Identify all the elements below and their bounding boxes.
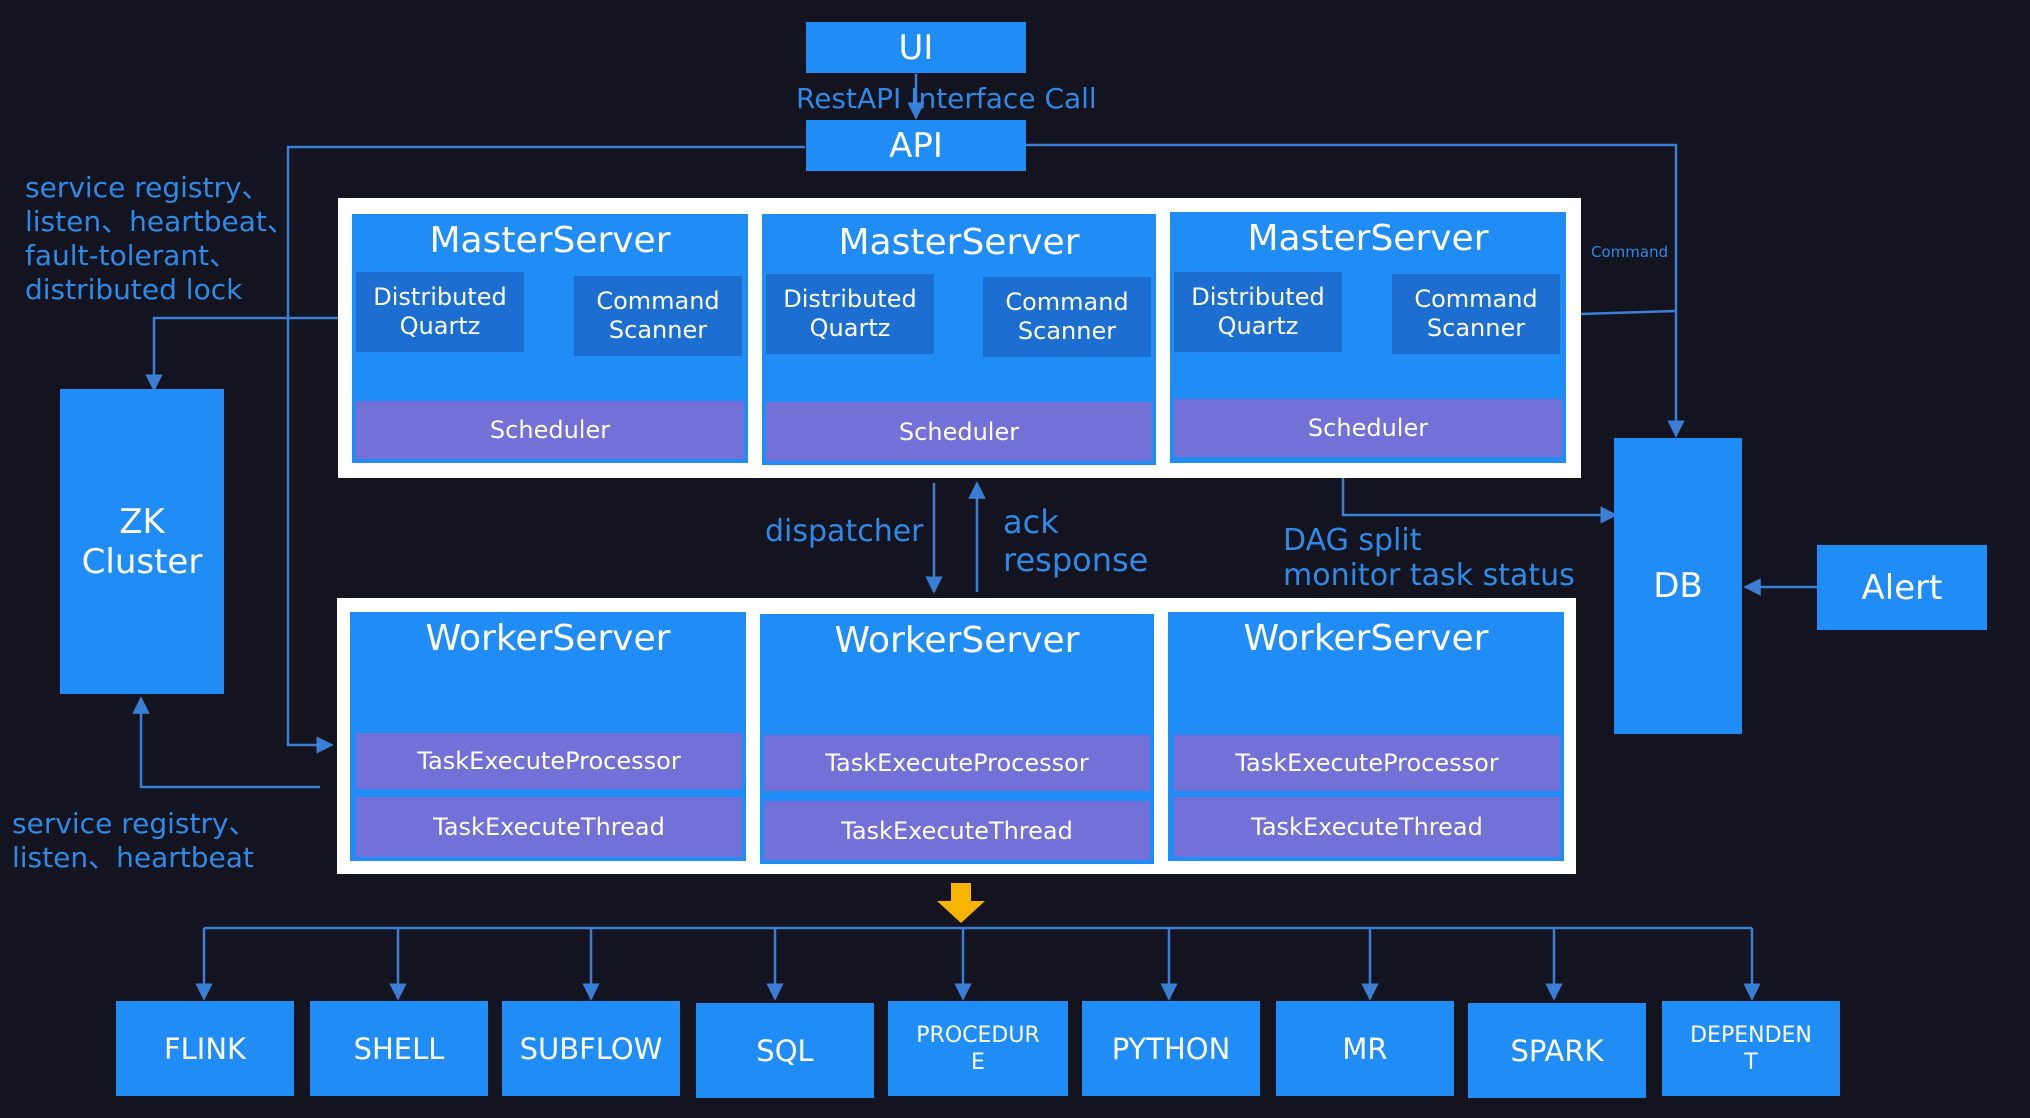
worker-server-2: WorkerServer TaskExecuteProcessor TaskEx…	[760, 614, 1154, 864]
worker-server-title: WorkerServer	[425, 618, 671, 659]
command-line	[1579, 309, 1677, 316]
command-scanner: Command Scanner	[574, 276, 742, 356]
task-label: PYTHON	[1111, 1031, 1231, 1066]
task-box-subflow: SUBFLOW	[502, 1001, 680, 1096]
registry-bottom-label: service registry、 listen、heartbeat	[12, 807, 257, 874]
dispatcher-label: dispatcher	[765, 514, 924, 549]
master-server-title: MasterServer	[838, 222, 1080, 263]
db-label: DB	[1653, 566, 1703, 606]
task-execute-thread: TaskExecuteThread	[1174, 797, 1560, 857]
task-label: PROCEDUR E	[916, 1022, 1040, 1075]
alert-label: Alert	[1861, 567, 1943, 608]
task-execute-processor: TaskExecuteProcessor	[764, 735, 1150, 791]
task-box-flink: FLINK	[116, 1001, 294, 1096]
task-execute-thread: TaskExecuteThread	[764, 801, 1150, 860]
worker-server-1: WorkerServer TaskExecuteProcessor TaskEx…	[350, 612, 746, 861]
ui-label: UI	[898, 27, 934, 68]
worker-to-zk-line	[132, 696, 320, 789]
worker-server-title: WorkerServer	[834, 620, 1080, 661]
command-scanner: Command Scanner	[1392, 274, 1560, 354]
worker-server-3: WorkerServer TaskExecuteProcessor TaskEx…	[1168, 612, 1564, 861]
task-label: SUBFLOW	[519, 1031, 663, 1066]
db-box: DB	[1614, 438, 1742, 734]
api-box: API	[806, 120, 1026, 171]
task-execute-processor: TaskExecuteProcessor	[1174, 735, 1560, 791]
distributed-quartz: Distributed Quartz	[766, 274, 934, 354]
task-box-procedure: PROCEDUR E	[888, 1001, 1068, 1096]
task-label: FLINK	[163, 1031, 247, 1066]
task-box-mr: MR	[1276, 1001, 1454, 1096]
task-box-sql: SQL	[696, 1003, 874, 1098]
task-execute-processor: TaskExecuteProcessor	[356, 733, 742, 789]
scheduler-to-db-line	[1341, 464, 1618, 524]
scheduler: Scheduler	[356, 401, 744, 459]
task-label: SHELL	[353, 1031, 445, 1066]
scheduler: Scheduler	[766, 402, 1152, 461]
task-box-spark: SPARK	[1468, 1003, 1646, 1098]
api-to-db-line	[1025, 143, 1685, 438]
master-server-title: MasterServer	[429, 220, 671, 261]
task-label: SPARK	[1510, 1033, 1604, 1068]
task-execute-thread: TaskExecuteThread	[356, 797, 742, 857]
restapi-label: RestAPI Interface Call	[796, 82, 1097, 115]
master-to-zk-line	[145, 316, 340, 392]
registry-top-label: service registry、 listen、heartbeat、 faul…	[25, 171, 295, 306]
task-label: MR	[1342, 1031, 1388, 1066]
command-scanner: Command Scanner	[983, 277, 1151, 357]
task-box-python: PYTHON	[1082, 1001, 1260, 1096]
master-server-3: MasterServer Distributed Quartz Command …	[1170, 212, 1566, 463]
ack-response-label: ack response	[1003, 503, 1149, 579]
alert-box: Alert	[1817, 545, 1987, 630]
command-label: Command	[1591, 243, 1669, 261]
worker-server-title: WorkerServer	[1243, 618, 1489, 659]
dag-split-label: DAG split monitor task status	[1283, 523, 1575, 593]
worker-to-tasks-arrow	[937, 883, 985, 923]
api-label: API	[889, 125, 943, 166]
zk-cluster-label: ZK Cluster	[81, 501, 203, 582]
task-label: SQL	[756, 1033, 814, 1068]
api-to-worker-line	[286, 145, 805, 754]
scheduler: Scheduler	[1174, 399, 1562, 457]
master-server-1: MasterServer Distributed Quartz Command …	[352, 214, 748, 463]
ui-box: UI	[806, 22, 1026, 73]
distributed-quartz: Distributed Quartz	[356, 272, 524, 352]
master-server-2: MasterServer Distributed Quartz Command …	[762, 214, 1156, 465]
task-box-shell: SHELL	[310, 1001, 488, 1096]
zk-cluster-box: ZK Cluster	[60, 389, 224, 694]
task-box-dependent: DEPENDEN T	[1662, 1001, 1840, 1096]
distributed-quartz: Distributed Quartz	[1174, 272, 1342, 352]
master-server-title: MasterServer	[1247, 218, 1489, 259]
task-label: DEPENDEN T	[1690, 1022, 1812, 1075]
